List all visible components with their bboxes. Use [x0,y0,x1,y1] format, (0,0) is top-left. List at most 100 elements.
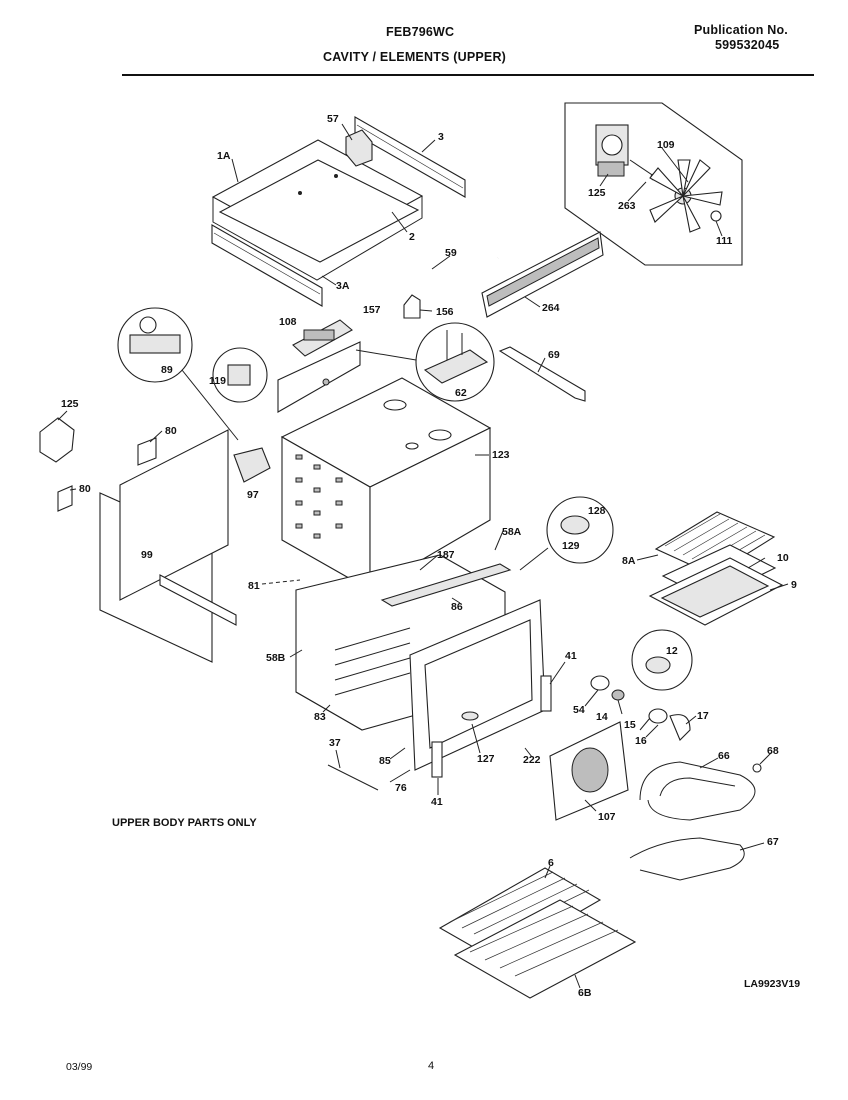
rear-trim-strip [211,224,323,307]
callout-54: 54 [573,704,585,716]
top-cover-panel [211,139,424,281]
callout-10: 10 [777,552,789,564]
bracket-157 [277,341,361,413]
side-panel-99 [99,429,237,663]
oven-rack-6B [453,899,637,999]
callout-12: 12 [666,645,678,657]
convection-fan-inset [564,102,743,266]
cavity-slots [295,454,343,539]
model-number: FEB796WC [386,25,455,39]
callout-99: 99 [141,549,153,561]
callout-68: 68 [767,745,779,757]
callout-41-left: 41 [431,796,443,808]
callout-2: 2 [409,231,415,243]
drawing-code: LA9923V19 [744,978,801,990]
fan-blade [649,159,723,233]
callout-86-upper: 86 [451,601,463,613]
callout-89: 89 [161,364,173,376]
callout-129: 129 [562,540,580,552]
callout-69: 69 [548,349,560,361]
detail-circle-89 [117,307,239,441]
callout-81: 81 [248,580,260,592]
thermostat-125 [39,417,75,463]
hinge-41-left [431,741,443,778]
vent-tube-59 [389,255,499,300]
callout-6B: 6B [578,987,592,999]
bracket-80-lower [57,485,73,512]
bake-element-67 [629,837,745,881]
bake-element-127 [461,711,479,721]
callout-157: 157 [363,304,381,316]
detail-circle-62 [355,322,495,402]
callout-108: 108 [279,316,297,328]
callout-97: 97 [247,489,259,501]
callout-107: 107 [598,811,616,823]
callout-83: 83 [314,711,326,723]
fan-cover-107 [549,721,629,821]
broiler-pan-9 [648,557,784,626]
lock-switch-97 [233,447,271,483]
callout-128: 128 [588,505,606,517]
callout-85: 85 [379,755,391,767]
callout-8A: 8A [622,555,636,567]
callout-119: 119 [209,375,226,387]
callout-111: 111 [716,235,733,247]
top-channel-3 [354,116,466,198]
callout-59: 59 [445,247,457,259]
leader-lines [57,123,789,989]
trim-strip-69 [498,346,586,402]
callout-62: 62 [455,387,467,399]
callout-76: 76 [395,782,407,794]
cavity-wrapper-123 [280,377,492,591]
callout-263: 263 [618,200,636,212]
screw-68 [752,763,762,773]
callout-123: 123 [492,449,510,461]
detail-circle-119 [212,347,268,403]
callout-222: 222 [523,754,541,766]
callout-66: 66 [718,750,730,762]
callout-127: 127 [477,753,495,765]
door-frame [409,599,546,771]
publication-label: Publication No. [694,23,788,37]
callout-1A: 1A [217,150,231,162]
publication-number: 599532045 [715,38,780,52]
callout-67: 67 [767,836,779,848]
clip-156 [403,294,421,319]
section-title: CAVITY / ELEMENTS (UPPER) [323,50,507,64]
control-relay-108 [292,319,353,357]
callout-41-right: 41 [565,650,577,662]
lamp-parts [590,675,691,741]
footer-date: 03/99 [66,1061,93,1073]
callout-16: 16 [635,735,647,747]
callout-187: 187 [437,549,455,561]
broil-element-66 [639,761,756,821]
callout-80-upper: 80 [165,425,177,437]
upper-body-note: UPPER BODY PARTS ONLY [112,817,257,829]
callout-14: 14 [596,711,608,723]
page-number: 4 [428,1060,435,1072]
callout-17: 17 [697,710,709,722]
callout-80-lower: 80 [79,483,91,495]
callout-58B: 58B [266,652,286,664]
callout-37: 37 [329,737,341,749]
vent-grille-264 [481,231,604,318]
element-37 [327,764,379,791]
light-element-128-detail [519,496,614,571]
liner-rack-guides [334,627,411,696]
callout-9: 9 [791,579,797,591]
callout-57: 57 [327,113,339,125]
callout-15: 15 [624,719,636,731]
callout-3A: 3A [336,280,350,292]
header-rule [122,74,814,76]
callout-109: 109 [657,139,675,151]
callout-3: 3 [438,131,444,143]
lamp-detail-12 [631,629,693,691]
callout-264: 264 [542,302,560,314]
hinge-41-right [540,675,552,712]
callout-labels: 1A 57 3 2 3A 59 109 125 263 111 156 264 … [61,113,797,999]
callout-125-fan: 125 [588,187,606,199]
callout-58A: 58A [502,526,522,538]
callout-125-thermostat: 125 [61,398,79,410]
callout-6: 6 [548,857,554,869]
